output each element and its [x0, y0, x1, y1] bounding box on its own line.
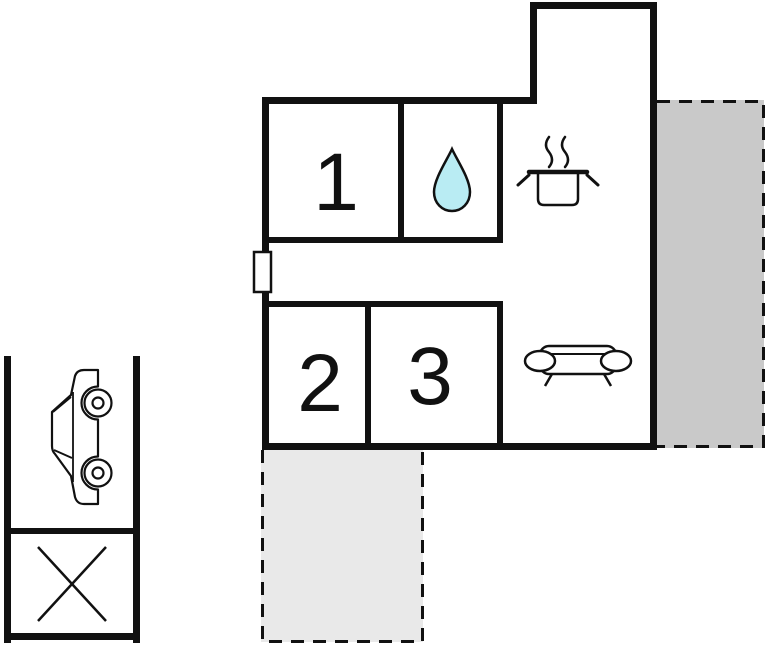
wall-room2-room3 — [365, 304, 371, 447]
room-2-label: 2 — [297, 338, 343, 429]
sofa-armrest-right — [599, 349, 633, 373]
wall-bathroom-kitchen — [497, 100, 503, 243]
cross-line-2 — [37, 546, 107, 622]
cooking-pot-icon — [516, 135, 600, 207]
main-bottom-wall — [262, 443, 657, 450]
water-drop-shape — [432, 145, 472, 213]
bay-top-wall — [530, 2, 657, 9]
steam-line-right — [560, 135, 570, 169]
car-wheel-rear-hub — [91, 466, 105, 480]
main-right-wall — [650, 2, 657, 450]
sofa-armrest-left — [523, 349, 557, 373]
car-wheel-front-hub — [91, 396, 105, 410]
cross-icon — [37, 546, 107, 622]
room-1-label: 1 — [313, 137, 359, 228]
terrace-right-area — [657, 100, 764, 448]
terrace-bottom-dashed-border — [261, 450, 424, 643]
car-rear-window-line — [53, 449, 73, 459]
carport-left-wall — [4, 356, 11, 643]
car-windshield-line — [52, 396, 72, 413]
car-icon — [50, 368, 113, 506]
sofa-leg-left — [543, 373, 554, 387]
terrace-bottom — [261, 450, 424, 643]
pot-handle-left — [516, 173, 531, 187]
entrance-door — [252, 250, 273, 294]
carport-bottom-wall — [4, 633, 140, 640]
pot-handle-right — [585, 173, 600, 187]
wall-room3-living — [497, 304, 503, 447]
terrace-right — [657, 100, 765, 448]
water-drop-icon — [432, 145, 472, 213]
carport-divider-wall — [4, 528, 140, 534]
sofa-leg-right — [602, 373, 613, 387]
wall-room1-bathroom — [398, 100, 404, 243]
sofa-icon — [523, 344, 633, 387]
carport-right-wall — [133, 356, 140, 643]
terrace-right-dashed-border — [657, 100, 765, 448]
bay-left-wall — [530, 2, 537, 104]
hallway-top-wall — [266, 237, 503, 243]
room-3-label: 3 — [407, 331, 453, 422]
pot-body — [536, 170, 580, 207]
steam-line-left — [544, 135, 554, 169]
terrace-bottom-area — [261, 450, 423, 642]
hallway-bottom-wall — [266, 301, 503, 307]
